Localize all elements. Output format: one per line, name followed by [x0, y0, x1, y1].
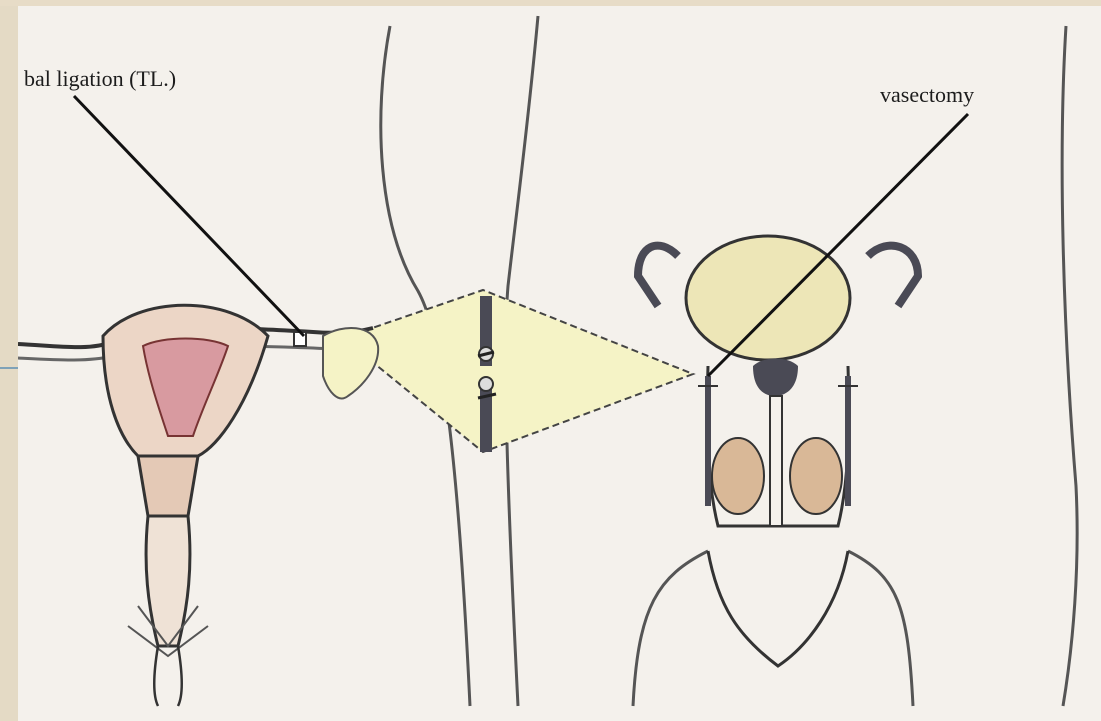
sterilization-diagram: bal ligation (TL.) vasectomy	[18, 6, 1101, 721]
tubal-ligation-pointer	[74, 96, 304, 336]
zoom-highlight-area	[343, 290, 693, 452]
right-edge-line	[1062, 26, 1077, 706]
bladder	[686, 236, 850, 360]
testis-right	[790, 438, 842, 514]
tubal-ligation-label: bal ligation (TL.)	[24, 68, 176, 90]
vasectomy-label: vasectomy	[880, 84, 974, 106]
diagram-drawing	[18, 6, 1101, 721]
slide-left-border	[0, 0, 18, 721]
uterus-diagram	[18, 305, 378, 706]
prostate	[753, 359, 798, 397]
testis-left	[712, 438, 764, 514]
